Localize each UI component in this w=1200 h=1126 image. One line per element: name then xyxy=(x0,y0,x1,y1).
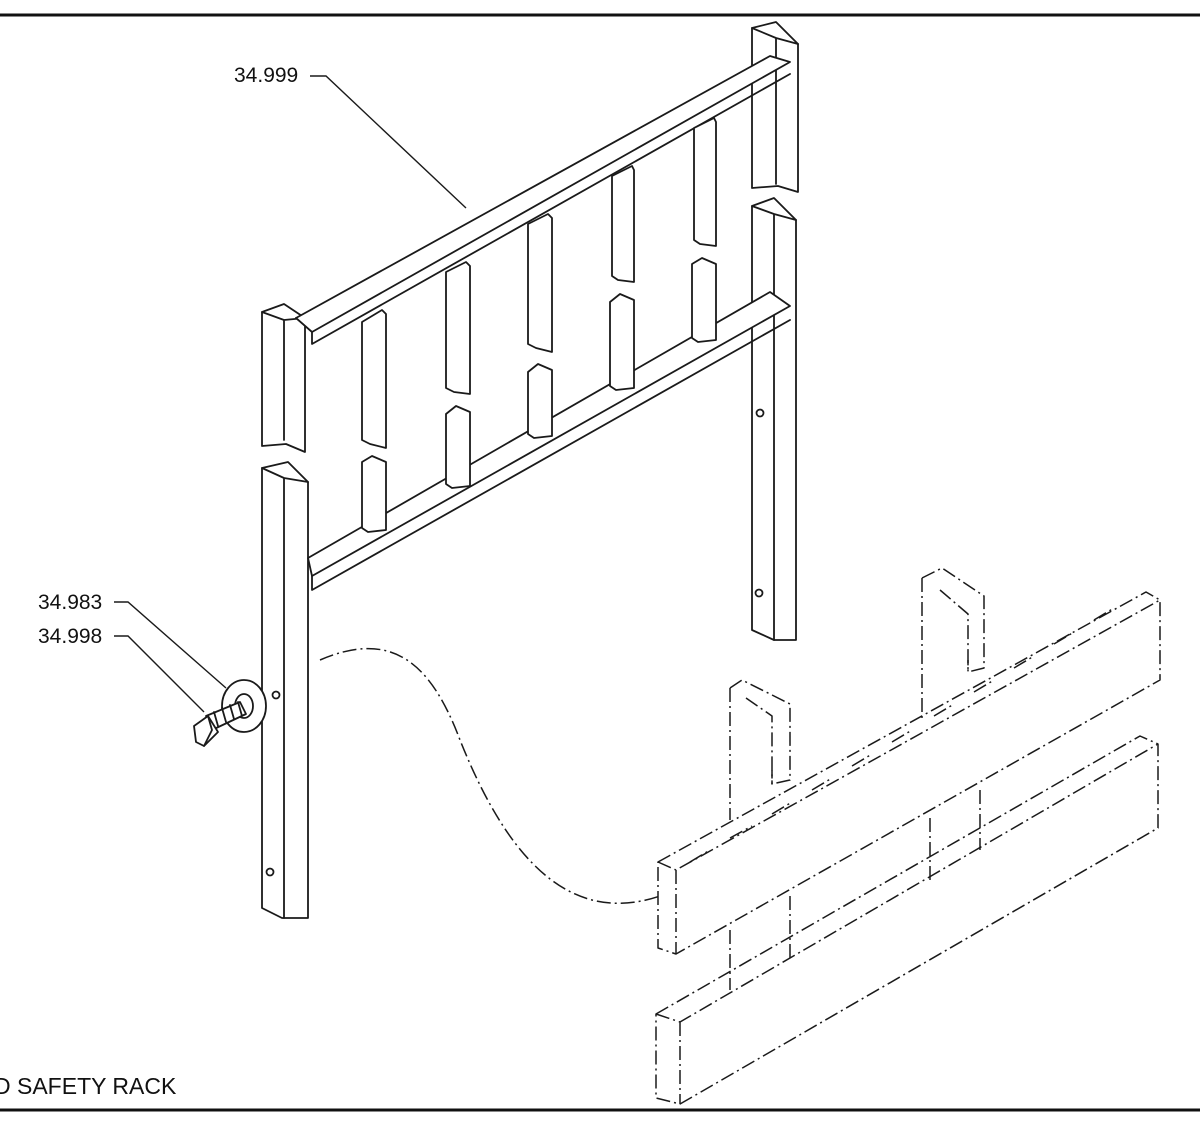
callout-label-34-999: 34.999 xyxy=(234,64,298,87)
leader-line-34-998 xyxy=(114,635,205,713)
leader-line-34-983 xyxy=(114,601,227,689)
leader-line-34-999 xyxy=(310,75,467,209)
bolt-and-washer xyxy=(193,679,267,747)
callout-34-999: 34.999 xyxy=(234,64,467,209)
callout-label-34-983: 34.983 xyxy=(38,591,102,614)
callout-label-34-998: 34.998 xyxy=(38,625,102,648)
callout-34-983: 34.983 xyxy=(38,591,227,689)
safety-rack-frame xyxy=(261,21,799,919)
diagram-title: D SAFETY RACK xyxy=(0,1073,177,1099)
phantom-carriage xyxy=(319,567,1161,1105)
callout-34-998: 34.998 xyxy=(38,625,205,713)
